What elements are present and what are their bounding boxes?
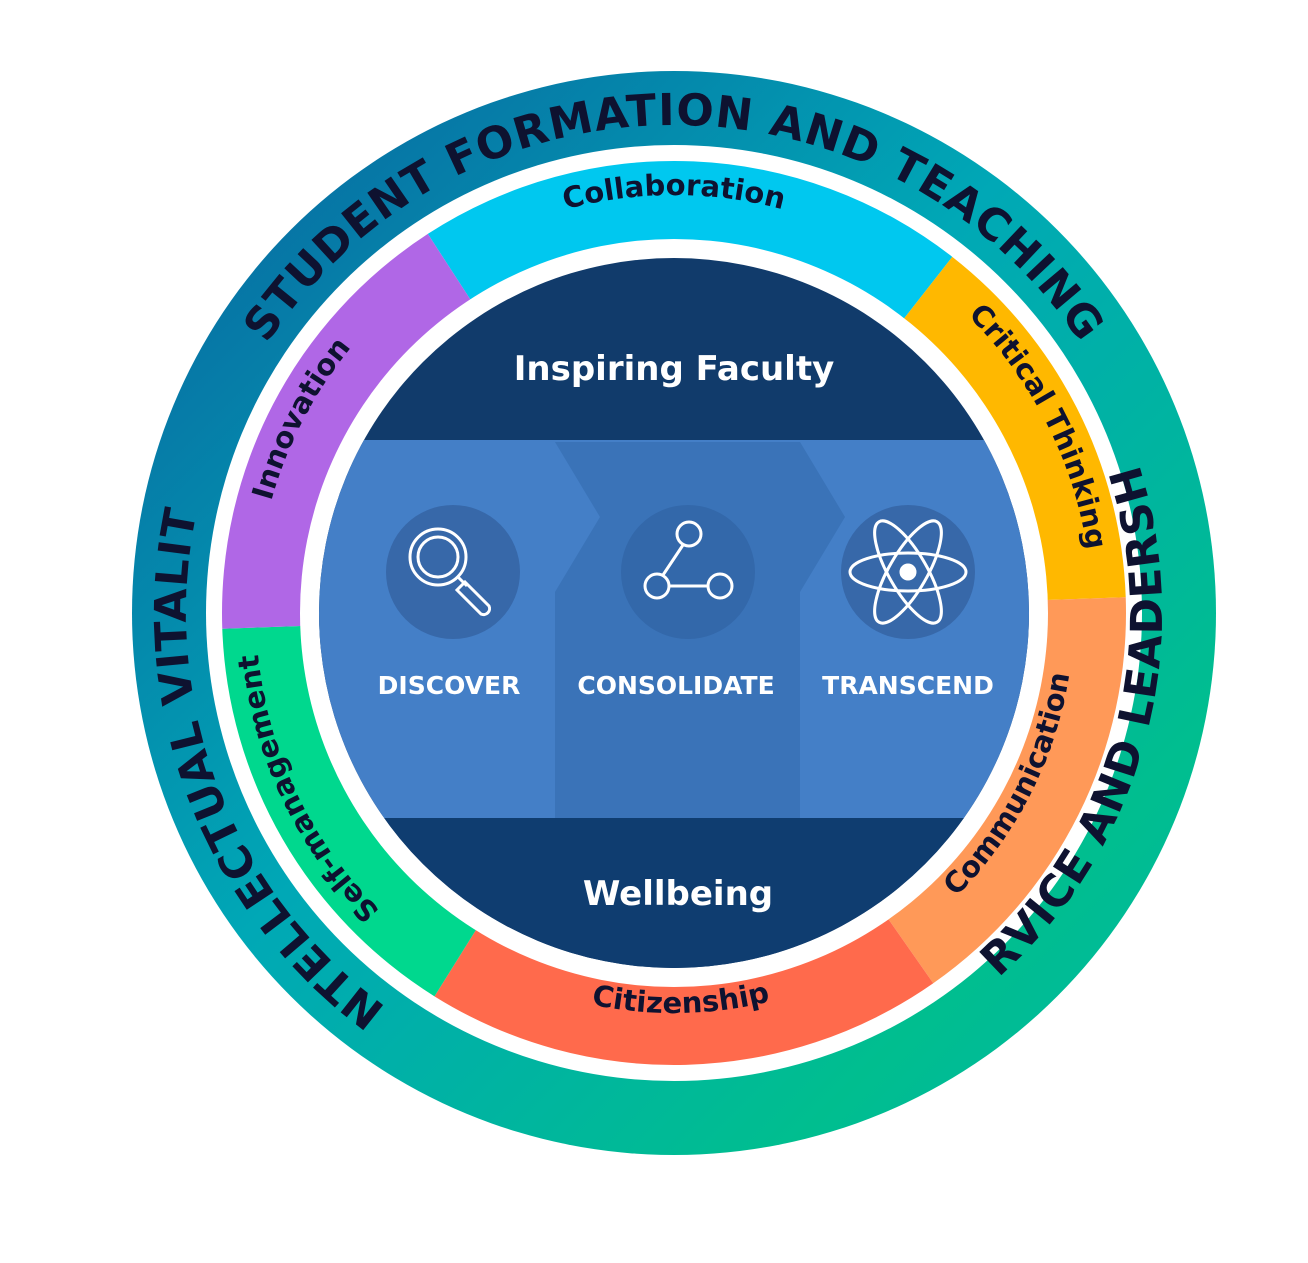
consolidate-icon-bg	[621, 505, 755, 639]
magnifier-icon	[408, 527, 492, 617]
stage-label-discover: DISCOVER	[378, 671, 521, 700]
segment-self-management	[222, 625, 478, 997]
segment-citizenship	[434, 916, 934, 1065]
segment-critical-thinking	[901, 256, 1126, 601]
core-top-label: Inspiring Faculty	[514, 349, 835, 389]
stage-label-consolidate: CONSOLIDATE	[577, 671, 774, 700]
core-bottom-label: Wellbeing	[583, 874, 773, 914]
stage-label-transcend: TRANSCEND	[822, 671, 994, 700]
network-nodes-icon	[643, 520, 734, 600]
segment-communication	[886, 597, 1126, 984]
stage-icons	[386, 505, 975, 639]
atom-icon	[848, 519, 968, 625]
